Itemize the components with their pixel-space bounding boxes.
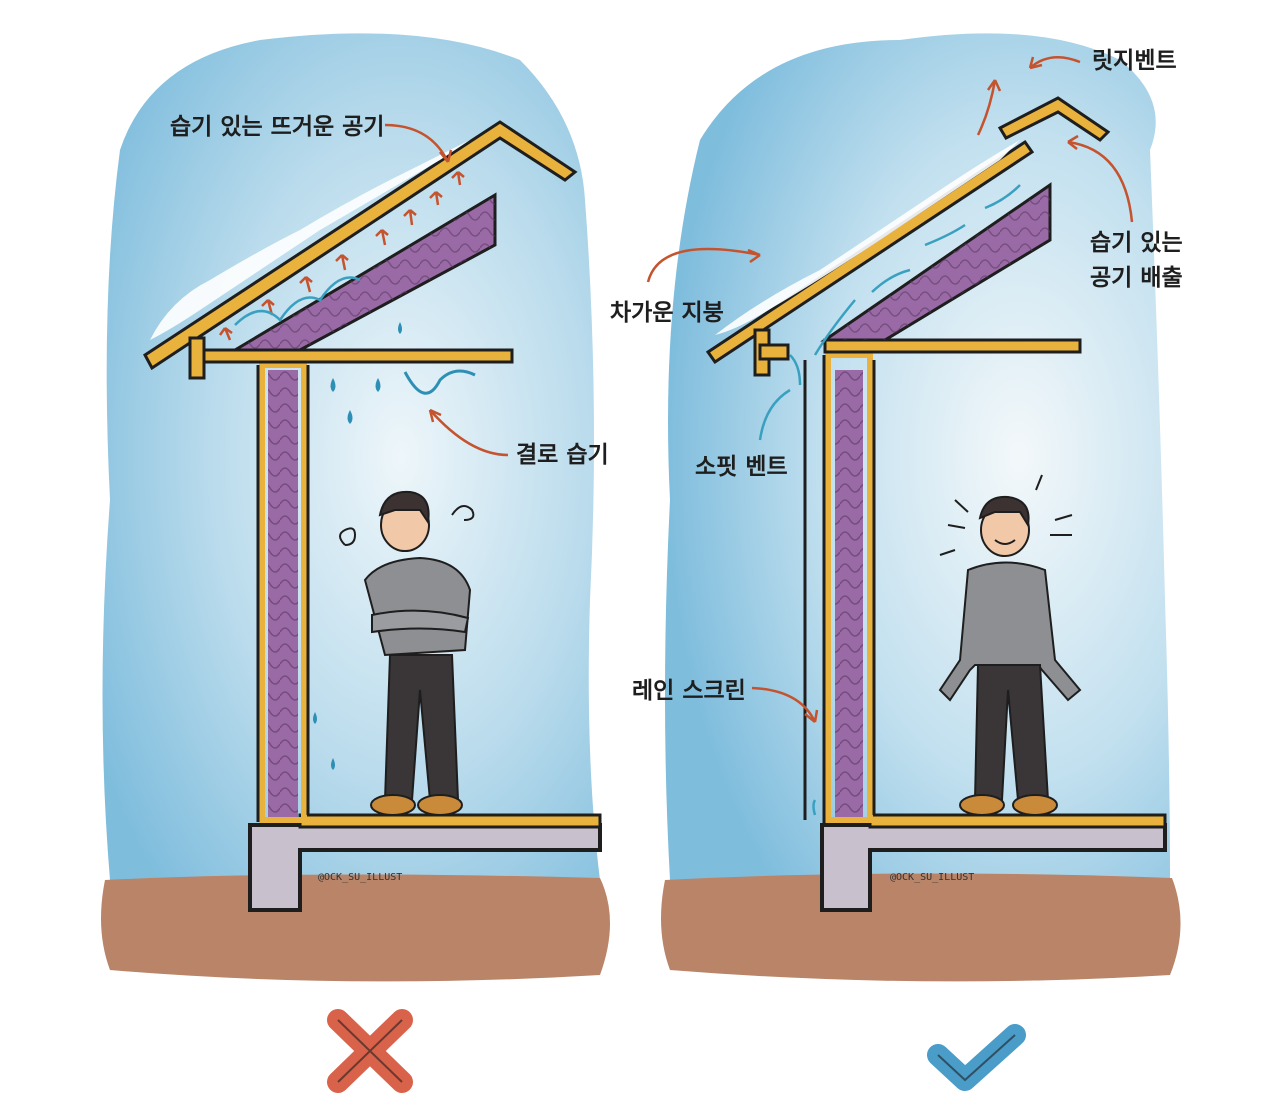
left-condensation-arrow [429,409,509,457]
left-snow [150,140,470,340]
label-ridge-vent: 릿지벤트 [1092,48,1177,74]
left-watermark: @OCK_SU_ILLUST [318,872,402,883]
right-watermark: @OCK_SU_ILLUST [890,872,974,883]
left-person-cold [339,490,475,816]
left-panel: 습기 있는 뜨거운 공기 결로 습기 @OCK_SU_ILLUST [101,33,610,1093]
left-hot-air-arrows [218,171,465,341]
cross-mark-icon [327,1009,413,1093]
right-snow [715,140,1020,335]
exhaust-arrow [1067,140,1134,223]
right-airflow-arrows [789,184,1021,816]
ridge-vent-cap [997,96,1111,142]
left-hot-air-arrow [384,123,450,163]
label-condensation: 결로 습기 [516,442,609,468]
left-roof-deck [143,120,578,371]
label-soffit-vent: 소핏 벤트 [695,454,788,480]
right-panel: 릿지벤트 습기 있는 공기 배출 차가운 지붕 소핏 벤트 레인 스크린 @OC… [610,33,1183,1091]
right-ceiling [823,338,1082,354]
right-wall-frame [825,352,873,823]
label-rain-screen: 레인 스크린 [632,678,746,704]
soffit-vent-arrow [758,388,791,441]
right-ground [661,873,1181,982]
right-floor [868,813,1167,829]
label-hot-humid-air: 습기 있는 뜨거운 공기 [170,114,384,140]
left-floor [298,813,602,829]
label-cold-roof: 차가운 지붕 [610,300,724,326]
left-condensation-drops [313,322,402,770]
cold-roof-arrow [646,247,761,283]
rain-screen-arrow [751,686,817,723]
left-ceiling [198,348,514,364]
label-exhaust-line2: 공기 배출 [1090,265,1183,291]
ridge-vent-arrow [1029,55,1081,69]
check-mark-icon [927,1024,1026,1091]
left-wall-frame [259,362,307,823]
label-exhaust-line1: 습기 있는 [1090,230,1183,256]
left-ground [101,874,610,982]
right-person-happy [938,474,1082,816]
